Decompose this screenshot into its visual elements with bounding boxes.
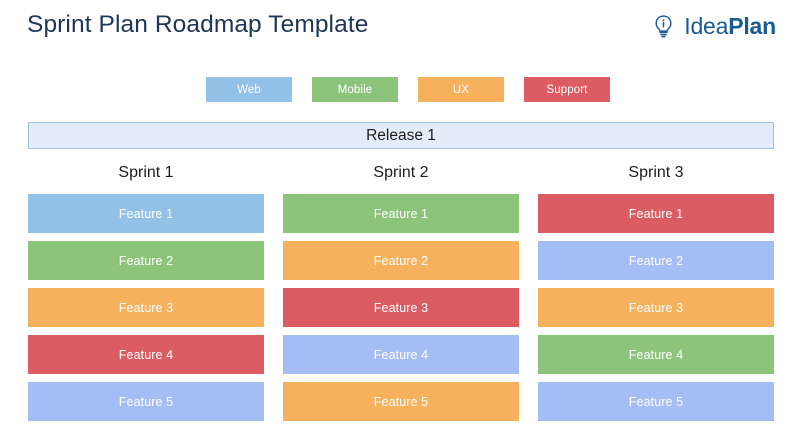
feature-label: Feature 5 [373, 394, 429, 409]
feature-label: Feature 3 [628, 300, 684, 315]
feature-bar[interactable]: Feature 1 [283, 194, 519, 233]
feature-label: Feature 4 [373, 347, 429, 362]
sprint-header-2: Sprint 2 [373, 164, 429, 181]
feature-label: Feature 1 [628, 206, 684, 221]
release-bar[interactable]: Release 1 [28, 122, 774, 149]
sprint-board: Sprint 1 Sprint 2 Sprint 3 Feature 1 Fea… [28, 162, 774, 421]
page-header: Sprint Plan Roadmap Template IdeaPlan [0, 0, 800, 62]
feature-label: Feature 1 [118, 206, 174, 221]
feature-label: Feature 3 [373, 300, 429, 315]
feature-label: Feature 2 [118, 253, 174, 268]
feature-label: Feature 1 [373, 206, 429, 221]
feature-label: Feature 2 [628, 253, 684, 268]
sprint-column-2: Feature 1 Feature 2 Feature 3 Feature 4 … [283, 194, 519, 421]
feature-bar[interactable]: Feature 3 [28, 288, 264, 327]
feature-bar[interactable]: Feature 3 [538, 288, 774, 327]
brand-name-bold: Plan [728, 13, 776, 39]
legend-chip-label: UX [452, 83, 470, 96]
feature-bar[interactable]: Feature 5 [28, 382, 264, 421]
feature-label: Feature 3 [118, 300, 174, 315]
feature-bar[interactable]: Feature 3 [283, 288, 519, 327]
feature-bar[interactable]: Feature 5 [538, 382, 774, 421]
feature-label: Feature 4 [118, 347, 174, 362]
legend-chip-ux[interactable]: UX [418, 77, 504, 102]
feature-bar[interactable]: Feature 2 [28, 241, 264, 280]
brand-name: IdeaPlan [684, 15, 776, 38]
feature-bar[interactable]: Feature 2 [538, 241, 774, 280]
sprint-columns: Feature 1 Feature 2 Feature 3 Feature 4 … [28, 194, 774, 421]
release-label: Release 1 [366, 126, 436, 144]
category-legend: Web Mobile UX Support [206, 77, 610, 102]
feature-bar[interactable]: Feature 4 [28, 335, 264, 374]
feature-label: Feature 5 [118, 394, 174, 409]
feature-bar[interactable]: Feature 4 [538, 335, 774, 374]
brand-logo: IdeaPlan [650, 13, 776, 40]
sprint-header-row: Sprint 1 Sprint 2 Sprint 3 [28, 162, 774, 194]
lightbulb-idea-icon [650, 13, 677, 40]
brand-name-light: Idea [684, 13, 729, 39]
feature-bar[interactable]: Feature 1 [28, 194, 264, 233]
page-title: Sprint Plan Roadmap Template [27, 11, 369, 38]
legend-chip-label: Support [546, 83, 588, 96]
sprint-column-3: Feature 1 Feature 2 Feature 3 Feature 4 … [538, 194, 774, 421]
sprint-header-1: Sprint 1 [118, 164, 174, 181]
feature-bar[interactable]: Feature 2 [283, 241, 519, 280]
feature-bar[interactable]: Feature 5 [283, 382, 519, 421]
feature-bar[interactable]: Feature 1 [538, 194, 774, 233]
sprint-column-1: Feature 1 Feature 2 Feature 3 Feature 4 … [28, 194, 264, 421]
legend-chip-label: Web [237, 83, 261, 96]
legend-chip-web[interactable]: Web [206, 77, 292, 102]
legend-chip-label: Mobile [337, 83, 373, 96]
feature-label: Feature 4 [628, 347, 684, 362]
feature-label: Feature 2 [373, 253, 429, 268]
sprint-header-3: Sprint 3 [628, 164, 684, 181]
legend-chip-mobile[interactable]: Mobile [312, 77, 398, 102]
feature-label: Feature 5 [628, 394, 684, 409]
legend-chip-support[interactable]: Support [524, 77, 610, 102]
feature-bar[interactable]: Feature 4 [283, 335, 519, 374]
